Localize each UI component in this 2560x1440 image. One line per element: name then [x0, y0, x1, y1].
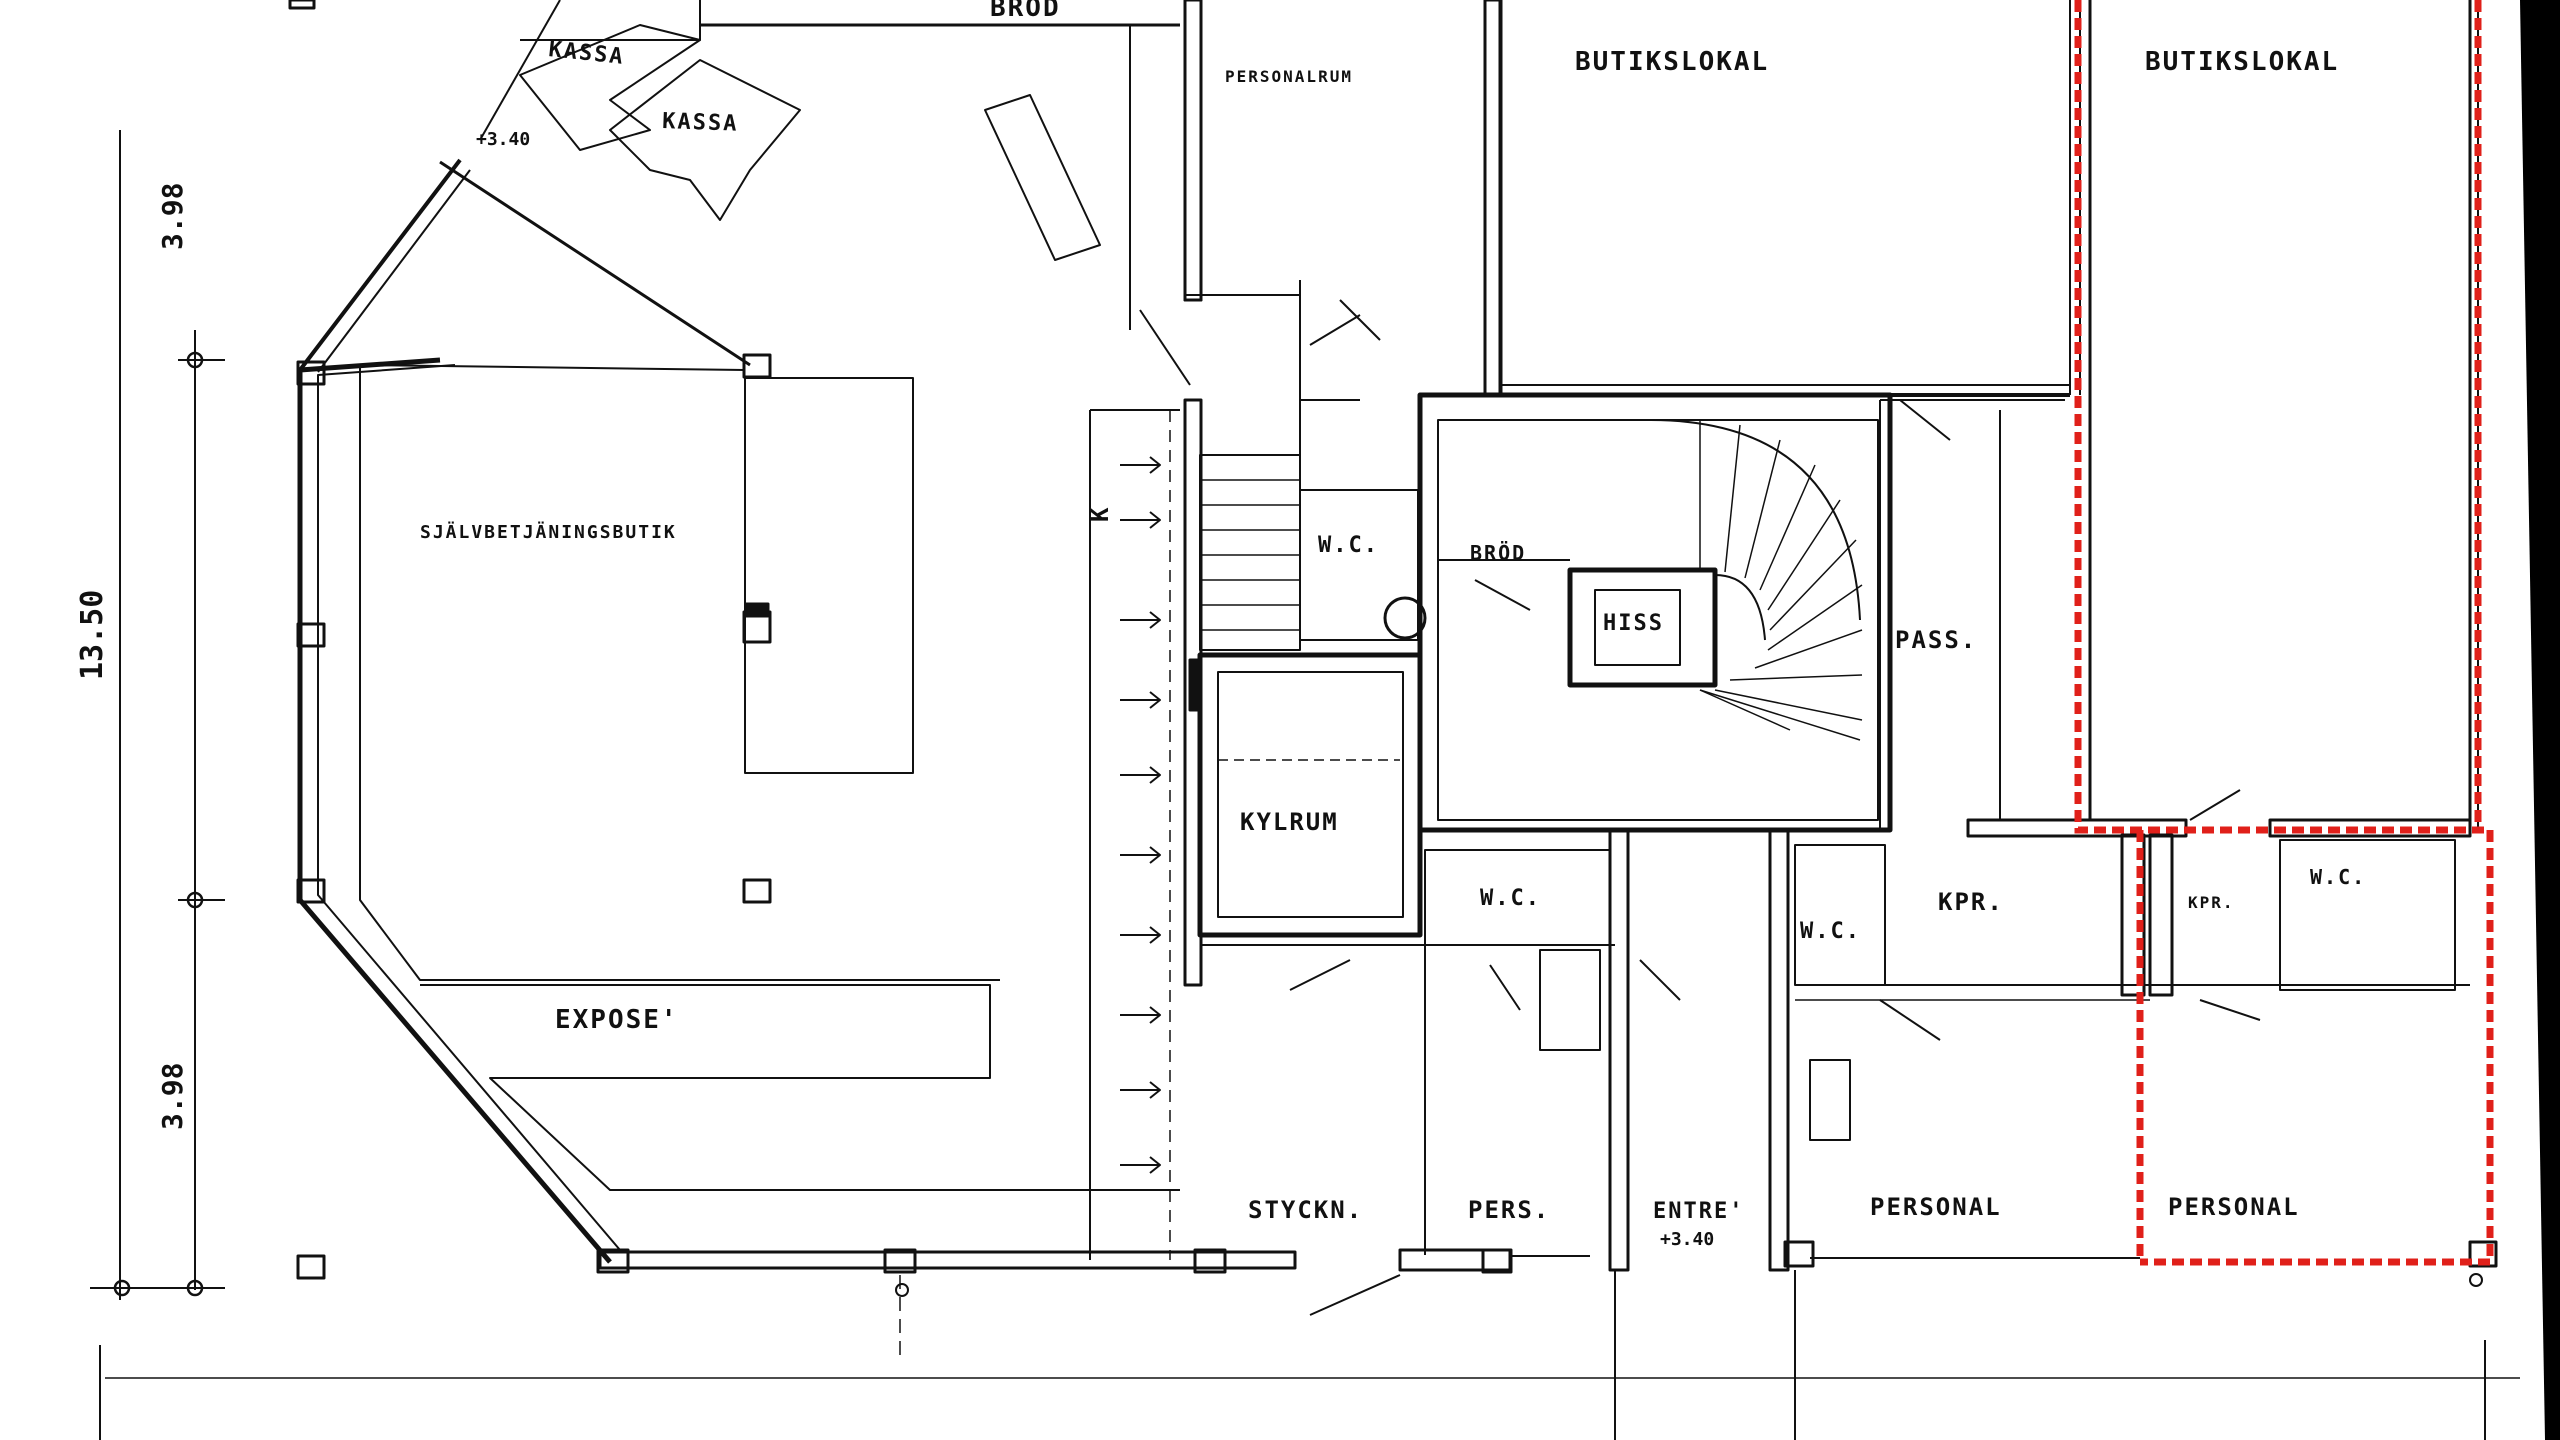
room-label-kpr: KPR. — [1938, 888, 2004, 916]
wall-column — [1183, 0, 1203, 302]
drain — [1383, 596, 1427, 640]
dimension-label-total: 13.50 — [75, 590, 110, 680]
lift-car — [1594, 589, 1681, 666]
wc-room — [1299, 489, 1419, 641]
kassa-edge — [479, 0, 561, 141]
column-filled — [744, 602, 770, 618]
column — [2468, 1240, 2498, 1268]
stair-treads — [1200, 479, 1300, 631]
room-label-sjalvbetjaningsbutik: SJÄLVBETJÄNINGSBUTIK — [420, 521, 677, 543]
dimension-label-top: 3.98 — [156, 183, 189, 250]
room-label-wc: W.C. — [2310, 865, 2366, 889]
fixture — [1809, 1059, 1851, 1141]
dimension-node — [186, 1279, 204, 1297]
marker — [2469, 1273, 2483, 1287]
column — [1481, 1248, 1513, 1274]
room-label-kylrum: KYLRUM — [1240, 808, 1339, 836]
wall — [1699, 689, 1791, 731]
room-label-kassa: KASSA — [662, 109, 739, 137]
room-label-brod-mid: BRÖD — [1470, 541, 1526, 565]
column — [296, 360, 326, 386]
marker — [895, 1283, 909, 1297]
room-label-expose: EXPOSE' — [555, 1005, 679, 1035]
room-label-pass: PASS. — [1895, 626, 1977, 654]
dimension-label-bottom: 3.98 — [156, 1063, 189, 1130]
store-wall — [317, 169, 471, 373]
column — [742, 878, 772, 904]
thick-wall — [1768, 828, 1790, 1272]
plan-linework — [90, 0, 2520, 1440]
wall-column — [2120, 833, 2146, 997]
display-island — [744, 377, 914, 774]
column — [1783, 1240, 1815, 1268]
front-wall — [598, 1250, 1297, 1270]
column — [296, 622, 326, 648]
column — [596, 1248, 630, 1274]
level-label-kassa: +3.40 — [476, 129, 530, 150]
dimension-node — [186, 891, 204, 909]
room-label-kpr: KPR. — [2188, 893, 2235, 912]
stair-treads — [1699, 420, 1863, 721]
room-label-wc: W.C. — [1800, 919, 1861, 944]
room-label-pers: PERS. — [1468, 1196, 1550, 1224]
column — [288, 0, 316, 10]
thick-wall — [1608, 828, 1630, 1272]
shelf — [984, 94, 1101, 261]
column — [296, 1254, 326, 1280]
room-label-butikslokal: BUTIKSLOKAL — [1575, 47, 1769, 77]
spiral-stair — [1714, 574, 1766, 641]
fixture — [1539, 949, 1601, 1051]
room-label-entre: ENTRE' — [1653, 1199, 1744, 1224]
expose-counter — [420, 984, 1180, 1191]
room-label-personal: PERSONAL — [2168, 1193, 2300, 1221]
kylrum-inner — [1217, 671, 1404, 918]
room-label-hiss: HISS — [1603, 611, 1664, 636]
level-label-entre: +3.40 — [1660, 1229, 1714, 1250]
room-label-wc: W.C. — [1318, 533, 1379, 558]
room-label-styckn: STYCKN. — [1248, 1196, 1363, 1224]
store-inner-line — [359, 364, 1000, 981]
wall-column — [2148, 833, 2174, 997]
highlight-outline — [2074, 0, 2494, 1266]
room-label-k: K — [1086, 506, 1114, 522]
wc-room — [2279, 839, 2456, 991]
store-inner-wall — [317, 364, 621, 1251]
arrows-corridor — [1120, 456, 1161, 1174]
dimension-labels: 3.98 13.50 3.98 — [75, 183, 189, 1130]
kylrum-wall — [1197, 652, 1423, 938]
room-label-butikslokal: BUTIKSLOKAL — [2145, 47, 2339, 77]
kassa-counter — [609, 59, 801, 221]
door-swings — [1139, 299, 2261, 1316]
wall — [1699, 689, 1861, 741]
dimension-node — [113, 1279, 131, 1297]
stair-core — [1417, 392, 1893, 833]
room-label-brod: BRÖD — [990, 0, 1061, 23]
store-wall — [439, 160, 751, 367]
room-label-wc: W.C. — [1480, 886, 1541, 911]
room-label-personalrum: PERSONALRUM — [1225, 67, 1353, 86]
dimension-node — [186, 351, 204, 369]
lift-shaft — [1567, 567, 1718, 688]
store-wall — [298, 158, 462, 372]
column — [296, 878, 326, 904]
room-label-personal: PERSONAL — [1870, 1193, 2002, 1221]
room-labels: BRÖD KASSA KASSA +3.40 PERSONALRUM BUTIK… — [420, 0, 2366, 1250]
kassa-counter — [519, 24, 701, 151]
column — [1193, 1248, 1227, 1274]
column — [883, 1248, 917, 1274]
